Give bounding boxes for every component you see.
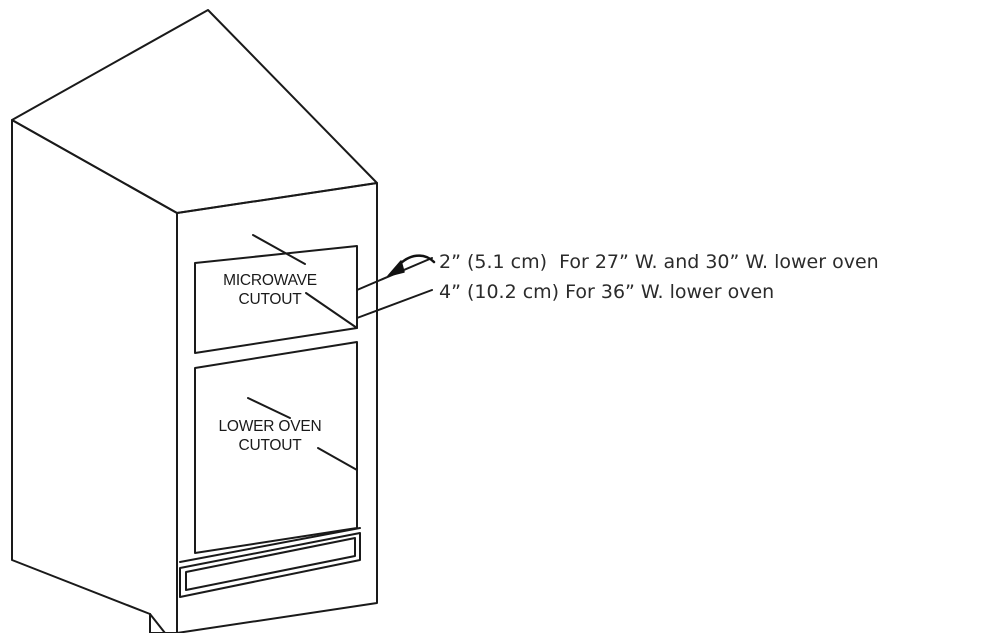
cabinet-top-face xyxy=(11,9,378,214)
lower-oven-cutout-leader-bottom xyxy=(317,447,358,471)
lower-oven-cutout-label-line2: CUTOUT xyxy=(238,437,302,454)
corner-notch-slant xyxy=(149,613,166,633)
microwave-cutout-label-line1: MICROWAVE xyxy=(223,272,317,289)
base-panel-seam xyxy=(179,527,361,563)
base-panel-inner xyxy=(185,537,356,591)
callout-arrow xyxy=(387,254,436,277)
callout-arrowhead xyxy=(387,260,405,277)
base-panel xyxy=(179,532,361,598)
gap-callout-27-30: 2” (5.1 cm) For 27” W. and 30” W. lower … xyxy=(439,251,879,273)
lower-oven-cutout-label-line1: LOWER OVEN xyxy=(218,418,321,435)
cabinet-front-face xyxy=(176,182,378,633)
microwave-cutout-leader-bottom xyxy=(305,292,358,329)
dimension-line-lower xyxy=(356,289,433,319)
gap-callout-36: 4” (10.2 cm) For 36” W. lower oven xyxy=(439,281,775,303)
microwave-cutout-leader-top xyxy=(252,234,306,265)
microwave-cutout-label-line2: CUTOUT xyxy=(238,291,302,308)
lower-oven-cutout-leader-top xyxy=(247,397,291,419)
cabinet-side-face xyxy=(11,119,178,633)
